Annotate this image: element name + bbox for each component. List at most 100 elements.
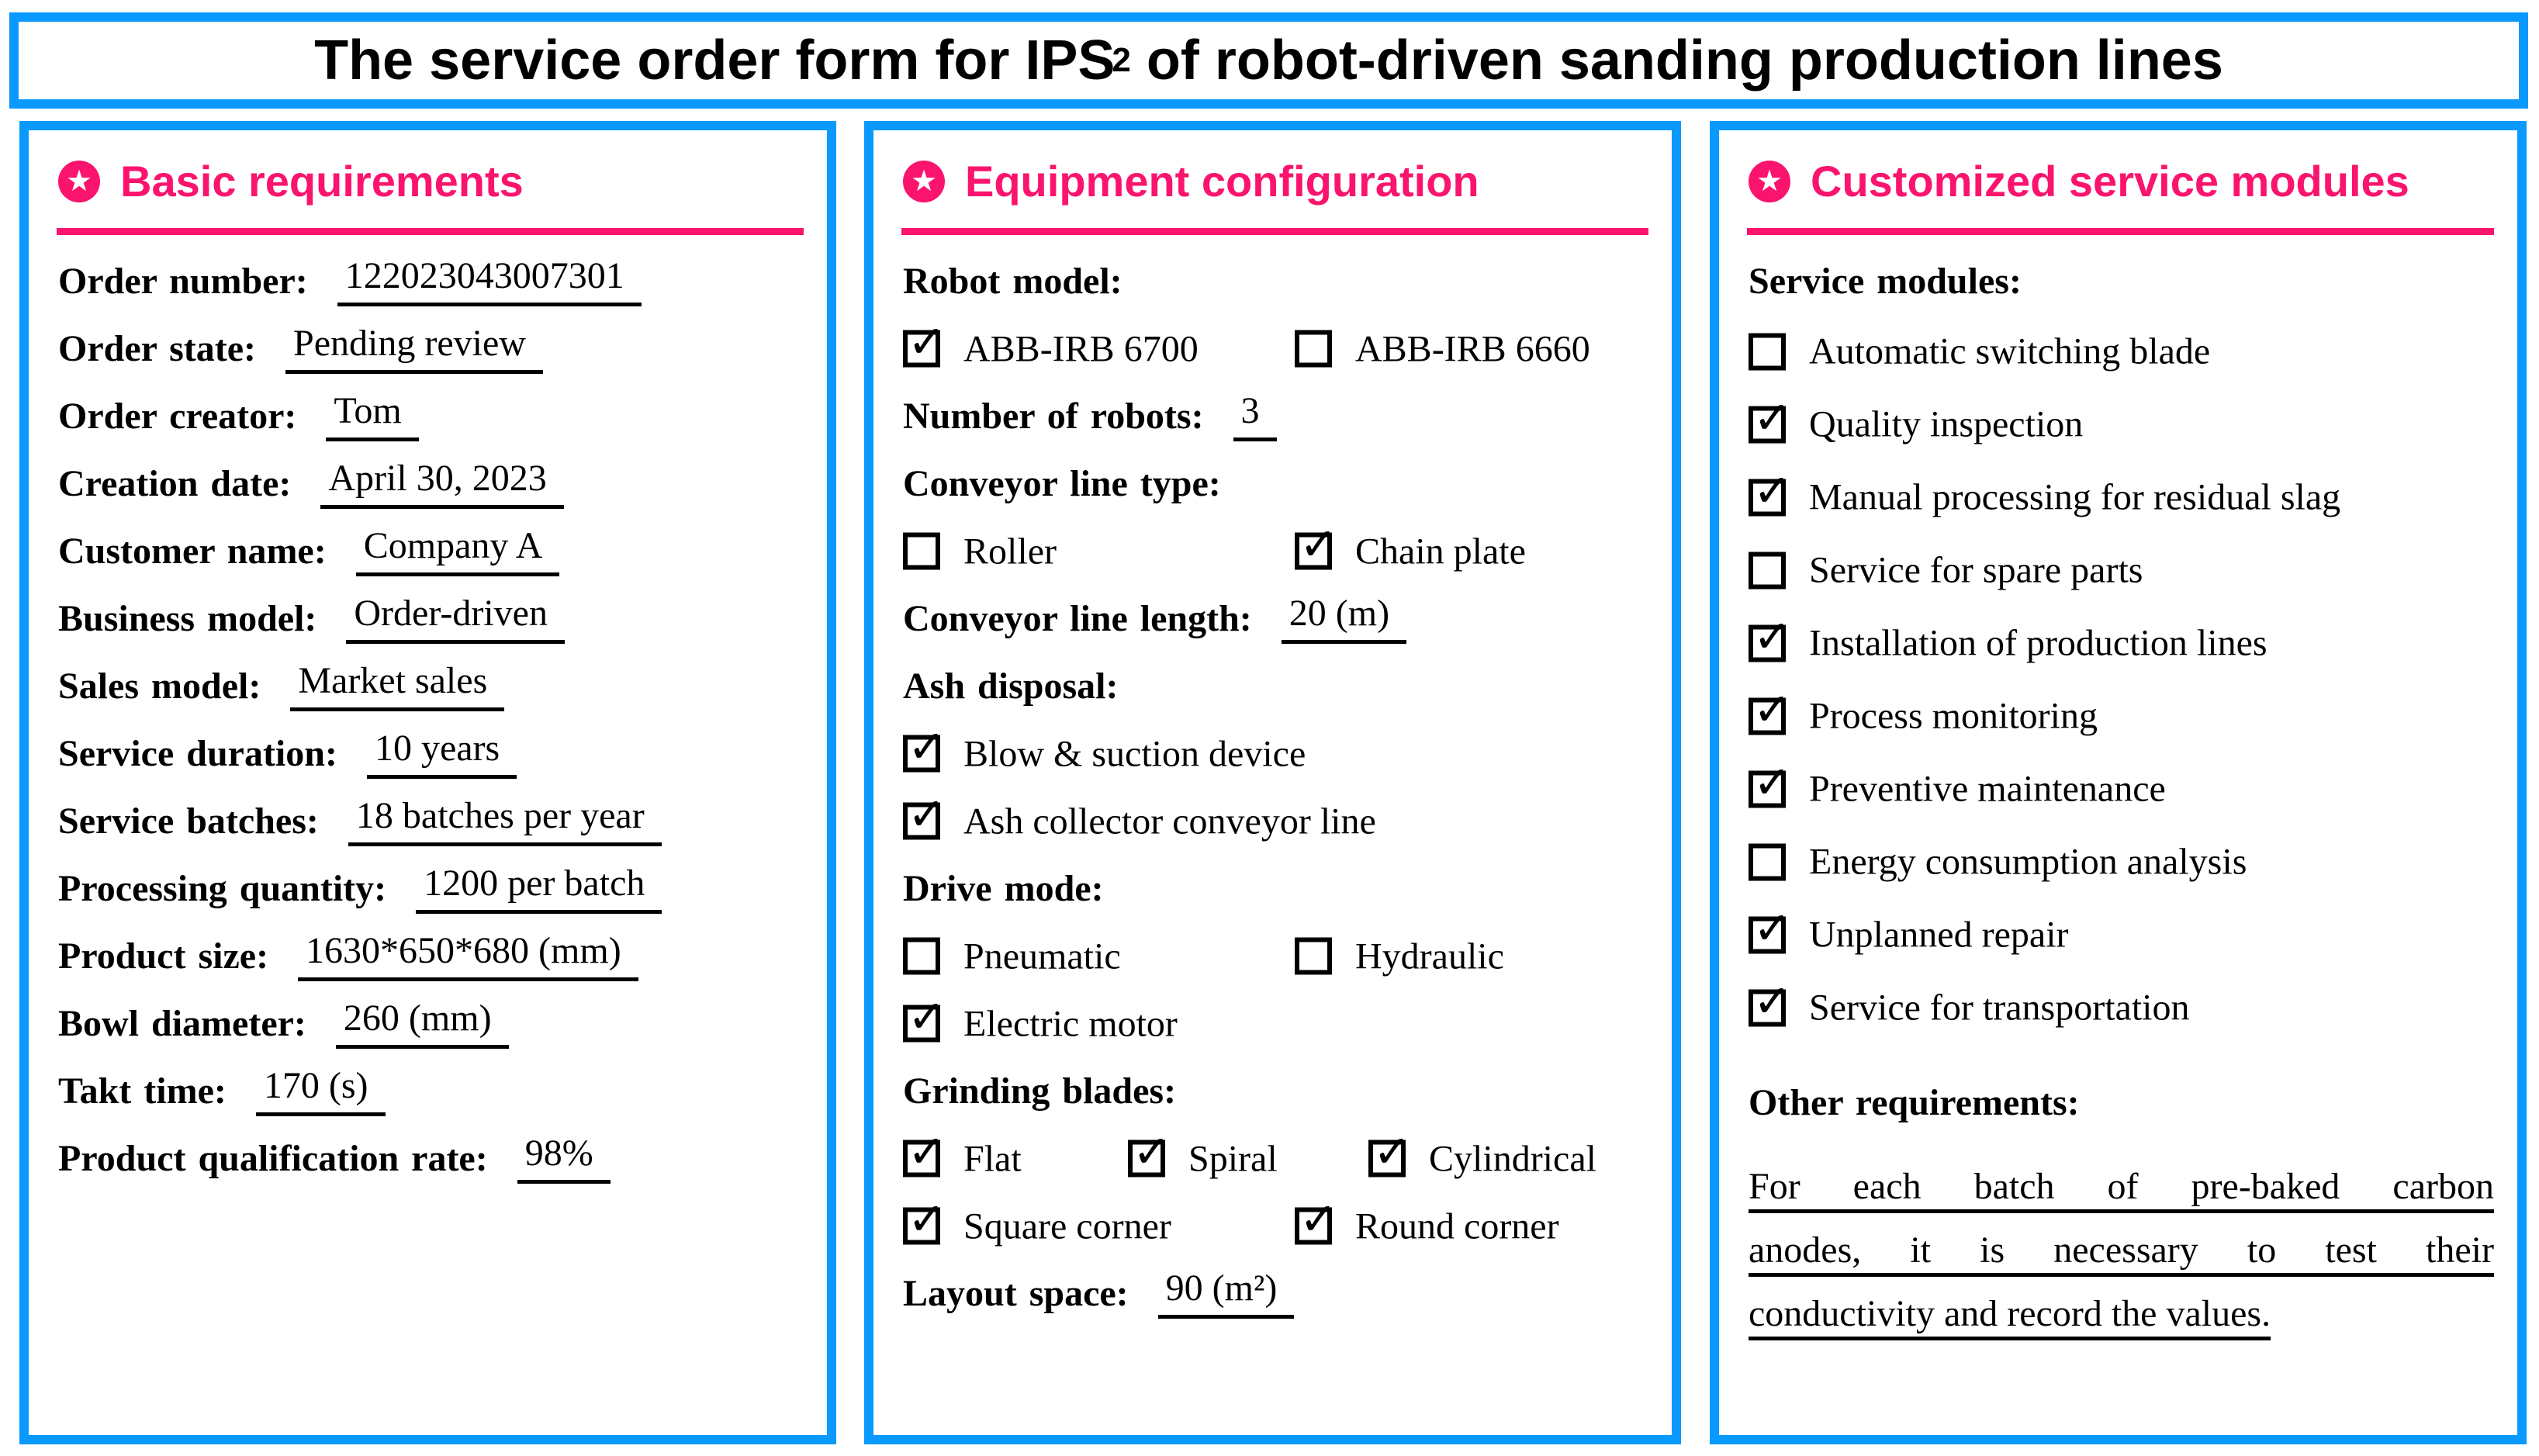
checkbox-option-pneumatic[interactable]: Pneumatic <box>903 935 1121 977</box>
checkbox[interactable] <box>1749 916 1786 953</box>
checkbox[interactable] <box>903 802 940 840</box>
checkbox-option-round-corner[interactable]: Round corner <box>1295 1205 1559 1247</box>
other-requirements-line: anodes, it is necessary to test their <box>1749 1229 2494 1271</box>
field-value[interactable]: 170 (s) <box>255 1065 386 1117</box>
checks-row-ash-collector: Ash collector conveyor line <box>903 787 1648 855</box>
field-value[interactable]: 20 (m) <box>1281 593 1407 645</box>
checkbox-option-process-monitoring[interactable]: Process monitoring <box>1749 695 2098 738</box>
field-value[interactable]: Market sales <box>290 660 505 712</box>
checkbox-label: Pneumatic <box>963 936 1121 977</box>
field-value[interactable]: 1200 per batch <box>416 863 662 915</box>
field-row-conveyor-line-length: Conveyor line length:20 (m) <box>903 585 1648 652</box>
field-value[interactable]: 260 (mm) <box>335 998 509 1050</box>
checkbox[interactable] <box>1128 1140 1165 1178</box>
field-value[interactable]: 10 years <box>366 728 517 780</box>
check-icon <box>908 725 946 772</box>
checkbox[interactable] <box>1749 552 1786 589</box>
field-value[interactable]: Order-driven <box>346 593 565 645</box>
checkbox[interactable] <box>903 1207 940 1245</box>
checkbox-option-cylindrical[interactable]: Cylindrical <box>1368 1137 1596 1180</box>
check-icon <box>908 1129 946 1177</box>
check-icon <box>1299 522 1337 569</box>
checkbox-option-electric-motor[interactable]: Electric motor <box>903 1002 1178 1045</box>
checkbox[interactable] <box>1295 937 1332 975</box>
checkbox[interactable] <box>1749 624 1786 662</box>
check-icon <box>908 994 946 1042</box>
other-requirements-text[interactable]: For each batch of pre-baked carbon anode… <box>1749 1155 2494 1346</box>
checkbox-option-spiral[interactable]: Spiral <box>1128 1137 1278 1180</box>
check-icon <box>1753 614 1791 661</box>
check-icon <box>908 792 946 839</box>
checkbox-option-energy-consumption-analysis[interactable]: Energy consumption analysis <box>1749 841 2247 884</box>
checkbox-option-blow-suction-device[interactable]: Blow & suction device <box>903 732 1306 775</box>
checkbox[interactable] <box>903 330 940 368</box>
field-value[interactable]: 98% <box>517 1133 611 1185</box>
checkbox-option-quality-inspection[interactable]: Quality inspection <box>1749 403 2083 446</box>
checkbox[interactable] <box>903 1005 940 1043</box>
checkbox-option-ash-collector-conveyor-line[interactable]: Ash collector conveyor line <box>903 800 1376 842</box>
checkbox[interactable] <box>903 532 940 570</box>
checkbox-option-abb-irb-6700[interactable]: ABB-IRB 6700 <box>903 327 1199 370</box>
checkbox-option-preventive-maintenance[interactable]: Preventive maintenance <box>1749 768 2166 811</box>
field-value[interactable]: 122023043007301 <box>337 255 642 307</box>
checkbox-option-automatic-switching-blade[interactable]: Automatic switching blade <box>1749 330 2210 373</box>
field-row-order-number: Order number:122023043007301 <box>58 247 804 315</box>
section-label-robot-model: Robot model: <box>903 261 1122 302</box>
field-label: Service duration: <box>58 733 337 774</box>
checkbox-option-unplanned-repair[interactable]: Unplanned repair <box>1749 914 2069 956</box>
checkbox[interactable] <box>1749 770 1786 808</box>
section-label-ash-disposal: Ash disposal: <box>903 666 1119 707</box>
checkbox-option-abb-irb-6660[interactable]: ABB-IRB 6660 <box>1295 327 1590 370</box>
checks-row-automatic-switching-blade: Automatic switching blade <box>1749 315 2494 388</box>
field-value[interactable]: Company A <box>355 525 560 577</box>
checks-row-drive-mode: Pneumatic Hydraulic <box>903 922 1648 990</box>
field-value[interactable]: 3 <box>1233 390 1277 442</box>
checkbox-option-hydraulic[interactable]: Hydraulic <box>1295 935 1504 977</box>
checkbox-label: Automatic switching blade <box>1809 330 2211 372</box>
checkbox[interactable] <box>1295 532 1332 570</box>
checkbox[interactable] <box>1749 479 1786 516</box>
field-row-business-model: Business model:Order-driven <box>58 585 804 652</box>
checkbox-option-flat[interactable]: Flat <box>903 1137 1022 1180</box>
checks-row-robot-model: ABB-IRB 6700 ABB-IRB 6660 <box>903 315 1648 382</box>
checkbox[interactable] <box>903 735 940 773</box>
field-value[interactable]: April 30, 2023 <box>320 458 564 510</box>
check-icon <box>1299 1197 1337 1244</box>
field-value[interactable]: Pending review <box>285 323 543 375</box>
checkbox-label: Ash collector conveyor line <box>963 801 1376 842</box>
checkbox-label: Hydraulic <box>1355 936 1504 977</box>
field-value[interactable]: 90 (m²) <box>1157 1268 1295 1319</box>
checkbox[interactable] <box>903 1140 940 1178</box>
header-rule <box>1747 228 2494 235</box>
checkbox[interactable] <box>1749 406 1786 443</box>
check-icon <box>1753 978 1791 1025</box>
checkbox-option-service-for-spare-parts[interactable]: Service for spare parts <box>1749 549 2143 592</box>
checkbox-option-square-corner[interactable]: Square corner <box>903 1205 1171 1247</box>
checks-row-service-spare-parts: Service for spare parts <box>1749 534 2494 607</box>
check-icon <box>1753 759 1791 807</box>
checkbox-option-service-for-transportation[interactable]: Service for transportation <box>1749 987 2190 1029</box>
form-title-text-suffix: of robot-driven sanding production lines <box>1130 29 2223 92</box>
checkbox-option-installation-of-production-lines[interactable]: Installation of production lines <box>1749 622 2267 665</box>
check-icon <box>1753 905 1791 953</box>
field-value[interactable]: 1630*650*680 (mm) <box>298 930 638 982</box>
checkbox-option-chain-plate[interactable]: Chain plate <box>1295 530 1526 572</box>
checkbox-label: Spiral <box>1188 1138 1278 1179</box>
checks-row-electric-motor: Electric motor <box>903 990 1648 1057</box>
field-value[interactable]: 18 batches per year <box>348 795 662 847</box>
checkbox[interactable] <box>1749 333 1786 370</box>
checkbox[interactable] <box>1295 330 1332 368</box>
checkbox-option-roller[interactable]: Roller <box>903 530 1057 572</box>
checkbox[interactable] <box>1368 1140 1406 1178</box>
checkbox[interactable] <box>1749 843 1786 880</box>
field-value[interactable]: Tom <box>326 390 419 442</box>
field-row-product-size: Product size:1630*650*680 (mm) <box>58 922 804 990</box>
checkbox[interactable] <box>903 937 940 975</box>
panel-custom-header: Customized service modules <box>1749 157 2494 206</box>
checkbox[interactable] <box>1749 697 1786 735</box>
field-row-service-duration: Service duration: 10 years <box>58 720 804 787</box>
checkbox-option-manual-processing-for-residual-slag[interactable]: Manual processing for residual slag <box>1749 476 2340 519</box>
field-row-layout-space: Layout space:90 (m²) <box>903 1260 1648 1327</box>
checkbox[interactable] <box>1749 989 1786 1026</box>
checkbox[interactable] <box>1295 1207 1332 1245</box>
